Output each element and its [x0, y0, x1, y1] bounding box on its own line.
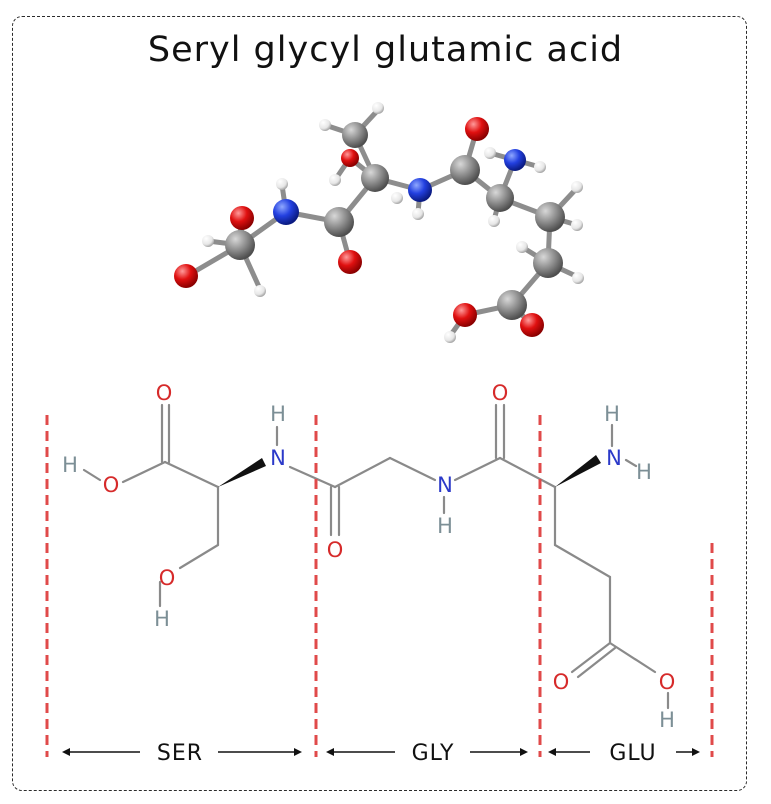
carbon-atom	[361, 164, 389, 192]
oxygen-atom	[341, 149, 359, 167]
left-arrowhead-icon	[62, 748, 70, 756]
diagram-frame	[12, 16, 747, 791]
hydrogen-label: H	[636, 460, 652, 484]
oxygen-atom	[520, 313, 544, 337]
oxygen-label: O	[103, 473, 120, 497]
oxygen-label: O	[156, 381, 173, 405]
carbon-atom	[324, 207, 354, 237]
hydrogen-label: H	[62, 453, 78, 477]
residue-dividers	[45, 415, 714, 757]
oxygen-label: O	[159, 566, 176, 590]
oxygen-atom	[465, 117, 489, 141]
nitrogen-label: N	[606, 446, 622, 470]
hydrogen-label: H	[270, 402, 286, 426]
carbon-atom	[342, 122, 368, 148]
wedge-bond	[555, 455, 601, 487]
skeletal-formula: O O H O H H N O N H O H N H O O H	[62, 381, 675, 732]
segment-label-ser: SER	[157, 741, 203, 766]
residue-arrows	[62, 748, 700, 756]
nitrogen-atom	[504, 149, 526, 171]
hydrogen-label: H	[437, 514, 453, 538]
carbon-atom	[497, 290, 527, 320]
nitrogen-atom	[273, 199, 299, 225]
oxygen-atom	[174, 264, 198, 288]
diagram-title: Seryl glycyl glutamic acid	[147, 30, 624, 70]
hydrogen-label: H	[604, 402, 620, 426]
hydrogen-label: H	[659, 708, 675, 732]
oxygen-atom	[230, 206, 254, 230]
right-arrowhead-icon	[520, 748, 528, 756]
oxygen-atom	[453, 303, 477, 327]
segment-label-gly: GLY	[412, 741, 455, 766]
hydrogen-label: H	[154, 607, 170, 631]
oxygen-label: O	[553, 670, 570, 694]
right-arrowhead-icon	[294, 748, 302, 756]
carbon-atom	[486, 184, 514, 212]
wedge-bond	[218, 458, 266, 487]
oxygen-label: O	[659, 670, 676, 694]
carbon-atom	[535, 202, 565, 232]
right-arrowhead-icon	[692, 748, 700, 756]
carbon-atom	[533, 248, 563, 278]
segment-label-glu: GLU	[609, 741, 656, 766]
nitrogen-label: N	[270, 446, 286, 470]
nitrogen-atom	[408, 178, 432, 202]
carbon-atom	[450, 155, 480, 185]
oxygen-label: O	[327, 538, 344, 562]
oxygen-atom	[338, 250, 362, 274]
left-arrowhead-icon	[326, 748, 334, 756]
ball-and-stick-3d-model	[174, 102, 584, 343]
hydrogen-atoms	[202, 102, 584, 343]
left-arrowhead-icon	[548, 748, 556, 756]
carbon-atom	[225, 230, 255, 260]
nitrogen-label: N	[437, 473, 453, 497]
oxygen-label: O	[492, 381, 509, 405]
